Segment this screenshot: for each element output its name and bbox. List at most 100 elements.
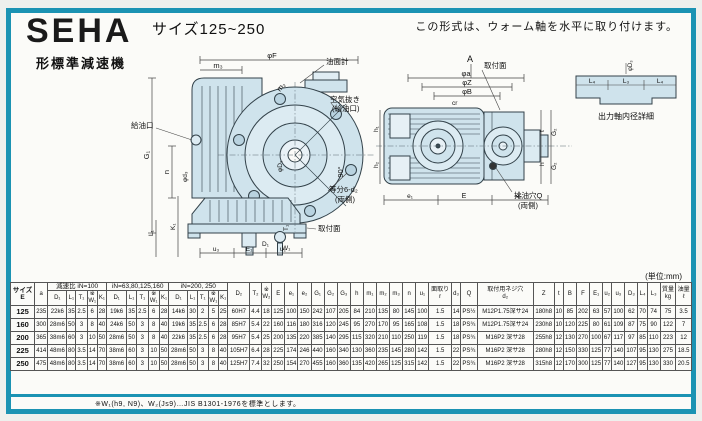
dim-label-phid3: φd₃ (182, 171, 189, 182)
table-cell: 28 (218, 318, 229, 333)
table-cell: 28 (96, 305, 108, 320)
table-cell: 22 (450, 357, 462, 372)
table-cell: 246 (297, 344, 312, 359)
table-cell: M12P1.75深サ24 (476, 305, 534, 320)
brand-title: SEHA (26, 12, 133, 50)
sub-col-header: K₁ (218, 290, 229, 307)
table-cell: 14 (86, 344, 98, 359)
table-cell: 210 (362, 305, 377, 320)
size-cell: 250 (9, 357, 36, 372)
table-cell: 2 (196, 305, 209, 320)
table-cell: 300 (575, 357, 591, 372)
col-header: 取付用ネジ穴 d₂ (476, 281, 534, 307)
col-header: n (402, 281, 417, 307)
table-cell: 130 (646, 357, 661, 372)
table-cell: 12 (553, 331, 564, 346)
table-cell: 120 (562, 318, 577, 333)
table-cell: 235 (34, 305, 49, 320)
dim-label-phiB: φB (462, 87, 472, 96)
table-cell: 270 (362, 318, 377, 333)
table-cell: 315 (402, 357, 417, 372)
dim-label-L4b: L₄ (657, 78, 664, 85)
table-cell: 50 (66, 318, 77, 333)
table-cell: 270 (297, 357, 312, 372)
table-cell: 455 (310, 357, 325, 372)
col-header: G₁ (310, 281, 325, 307)
col-header: E (271, 281, 286, 307)
table-cell: 150 (562, 344, 577, 359)
table-cell: 180 (297, 318, 312, 333)
dim-label-T1: T₁ (283, 224, 290, 231)
table-cell: 60 (126, 357, 137, 372)
table-cell: 150 (297, 305, 312, 320)
table-cell: PS¾ (460, 318, 478, 333)
sub-col-header: ※ W₁ (86, 290, 98, 307)
table-cell: 300 (34, 318, 49, 333)
table-cell: 8 (86, 318, 98, 333)
sub-col-header: K₁ (96, 290, 108, 307)
mount-face-label-front: 取付面 (318, 223, 341, 233)
dim-label-u3: u₃ (213, 246, 220, 253)
table-cell: 140 (611, 344, 626, 359)
table-cell: M16P2 深サ28 (476, 331, 534, 346)
table-cell: 70 (96, 357, 108, 372)
table-cell: 1.5 (428, 318, 452, 333)
size-cell: 160 (9, 318, 36, 333)
table-cell: 225 (575, 318, 591, 333)
table-cell: 35 (187, 318, 198, 333)
table-cell: 140 (611, 357, 626, 372)
table-cell: 35 (66, 305, 77, 320)
table-cell: 95 (637, 357, 648, 372)
table-cell: 40 (218, 344, 229, 359)
ratio-group-header: iN=200, 250 (168, 281, 229, 292)
oil-gauge-label: 油面計 (326, 56, 349, 66)
table-cell: 100 (284, 305, 299, 320)
table-cell: 120 (323, 318, 338, 333)
table-cell: M16P2 深サ28 (476, 344, 534, 359)
table-cell: 127 (624, 357, 639, 372)
sub-col-header: L₁ (187, 290, 198, 307)
table-cell: 38m6 (106, 344, 128, 359)
col-header: F (575, 281, 591, 307)
table-cell: 107 (323, 305, 338, 320)
table-cell: 220 (297, 331, 312, 346)
dim-label-t: t (539, 130, 546, 132)
air-vent-label-1: 空気抜き (330, 94, 360, 104)
table-cell: 130 (349, 344, 364, 359)
table-cell: 330 (659, 357, 677, 372)
dim-label-K1: K₁ (170, 223, 177, 230)
table-cell: 265 (375, 357, 391, 372)
col-header: Z (532, 281, 555, 307)
table-cell: 97 (624, 331, 639, 346)
table-cell: 105H7 (227, 344, 251, 359)
col-header: D₃ (624, 281, 639, 307)
col-header: d₃ (450, 281, 462, 307)
table-cell: 295 (336, 331, 351, 346)
col-header: m₂ (375, 281, 391, 307)
table-cell: 154 (284, 357, 299, 372)
table-cell: 1.5 (428, 344, 452, 359)
table-cell: 108 (415, 318, 430, 333)
table-cell: 3 (75, 318, 88, 333)
table-cell: 360 (336, 357, 351, 372)
table-cell: 160 (323, 357, 338, 372)
table-cell: 280 (402, 344, 417, 359)
table-cell: 48m6 (47, 344, 68, 359)
table-cell: 22k6 (168, 331, 189, 346)
table-cell: 3.5 (75, 344, 88, 359)
col-header: u₁ (415, 281, 430, 307)
col-header: u₃ (611, 281, 626, 307)
table-cell: 18 (450, 318, 462, 333)
table-cell: 28 (218, 331, 229, 346)
table-cell: 3 (135, 357, 149, 372)
table-cell: 145 (402, 305, 417, 320)
brand-subtitle: 形標準減速機 (36, 56, 127, 71)
table-cell: M16P2 深サ28 (476, 357, 534, 372)
table-cell: 95 (389, 318, 404, 333)
table-cell: 122 (659, 318, 677, 333)
table-cell: 95 (349, 318, 364, 333)
table-cell: 116 (284, 318, 299, 333)
